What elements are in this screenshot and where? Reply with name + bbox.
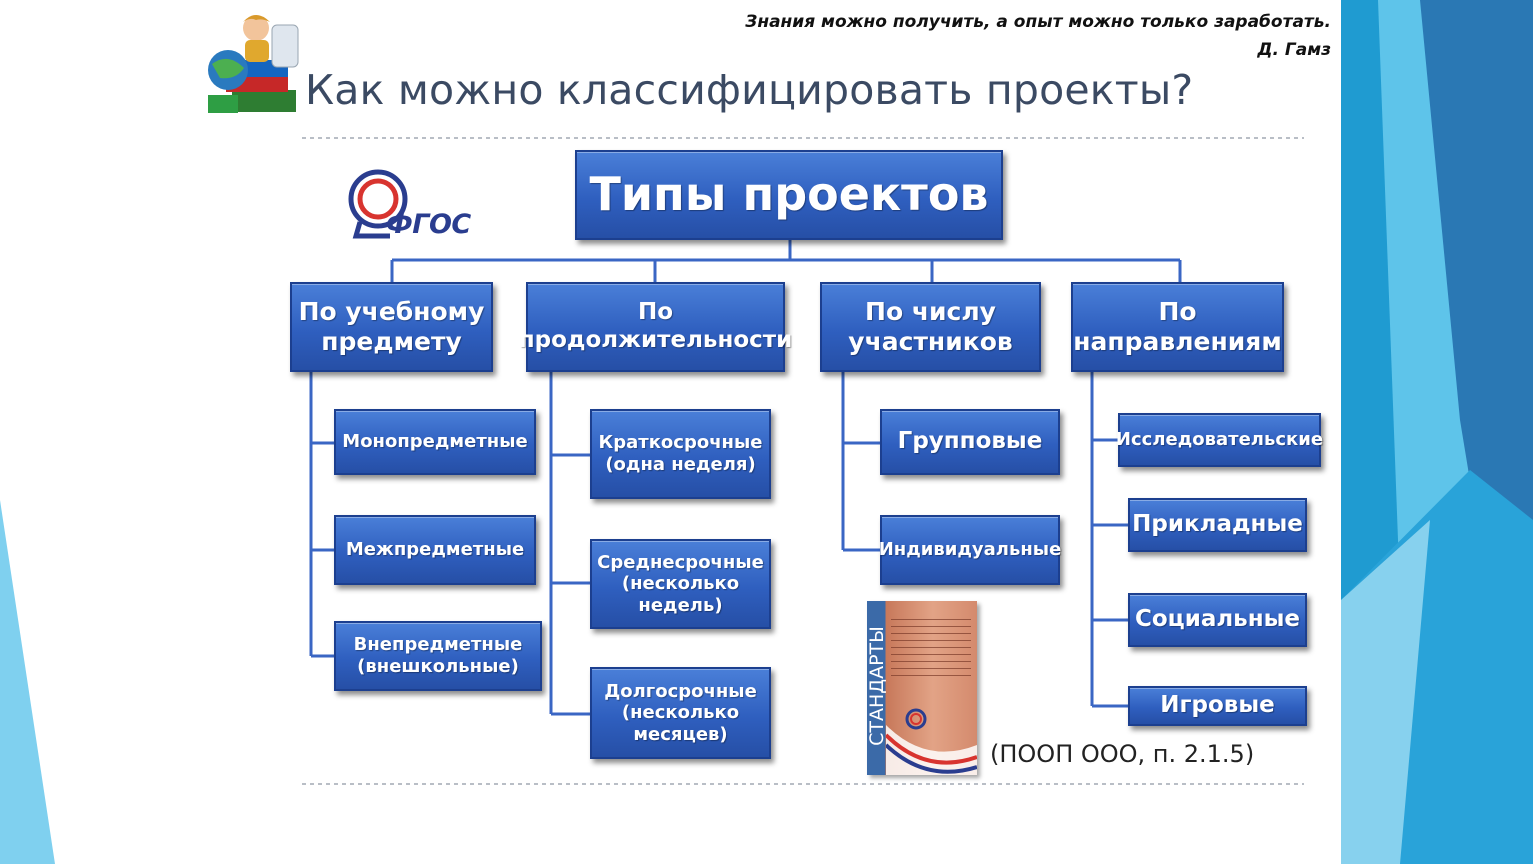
standards-book-image: СТАНДАРТЫ (867, 601, 977, 775)
node-applied: Прикладные (1128, 498, 1307, 552)
book-spine-text: СТАНДАРТЫ (867, 626, 888, 746)
node-research: Исследовательские (1116, 413, 1323, 467)
node-group: Групповые (880, 409, 1060, 475)
book-cover-swoosh (886, 708, 977, 775)
diagram-connectors (309, 240, 1182, 716)
root-node: Типы проектов (575, 150, 1003, 240)
node-short-term: Краткосрочные (одна неделя) (590, 409, 771, 499)
node-individual: Индивидуальные (879, 515, 1061, 585)
node-intersubject: Межпредметные (334, 515, 536, 585)
node-mid-term: Среднесрочные (несколько недель) (590, 539, 771, 629)
node-monosubject: Монопредметные (334, 409, 536, 475)
book-cover-text-lines (891, 613, 971, 682)
category-by-direction: По направлениям (1071, 282, 1284, 372)
reference-text: (ПООП ООО, п. 2.1.5) (990, 740, 1255, 768)
quote-author: Д. Гамз (1257, 40, 1331, 60)
boy-with-books-illustration (208, 15, 299, 113)
node-social: Социальные (1128, 593, 1307, 647)
node-game: Игровые (1128, 686, 1307, 726)
right-shape-pale (1341, 520, 1430, 864)
category-by-duration: По продолжительности (519, 282, 792, 372)
category-by-participants: По числу участников (820, 282, 1041, 372)
fgos-logo-mark (348, 169, 408, 239)
left-edge-shape (0, 500, 55, 864)
node-long-term: Долгосрочные (несколько месяцев) (590, 667, 771, 759)
node-extracurricular: Внепредметные (внешкольные) (334, 621, 542, 691)
category-by-subject: По учебному предмету (290, 282, 493, 372)
fgos-logo-text: ФГОС (386, 209, 471, 240)
slide-title: Как можно классифицировать проекты? (305, 66, 1194, 114)
quote-text: Знания можно получить, а опыт можно толь… (745, 12, 1331, 32)
